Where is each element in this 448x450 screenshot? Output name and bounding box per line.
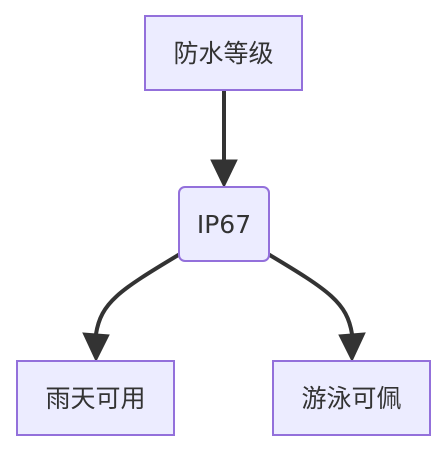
edge-mid-to-left <box>94 252 182 335</box>
node-mid-box <box>178 186 270 262</box>
arrow-root-to-mid <box>210 159 238 189</box>
arrow-mid-to-right <box>338 332 366 363</box>
node-root: 防水等级 <box>144 15 303 91</box>
node-right-label: 游泳可佩 <box>301 384 401 413</box>
node-mid-label: IP67 <box>197 210 251 239</box>
node-mid: IP67 <box>178 186 270 262</box>
arrow-mid-to-left <box>82 332 110 363</box>
node-left-box <box>16 360 175 436</box>
edge-mid-to-right <box>266 252 354 335</box>
node-right: 游泳可佩 <box>272 360 431 436</box>
node-left-label: 雨天可用 <box>45 384 145 413</box>
node-left: 雨天可用 <box>16 360 175 436</box>
edges <box>82 90 366 363</box>
node-root-box <box>144 15 303 91</box>
node-right-box <box>272 360 431 436</box>
node-root-label: 防水等级 <box>173 39 273 68</box>
